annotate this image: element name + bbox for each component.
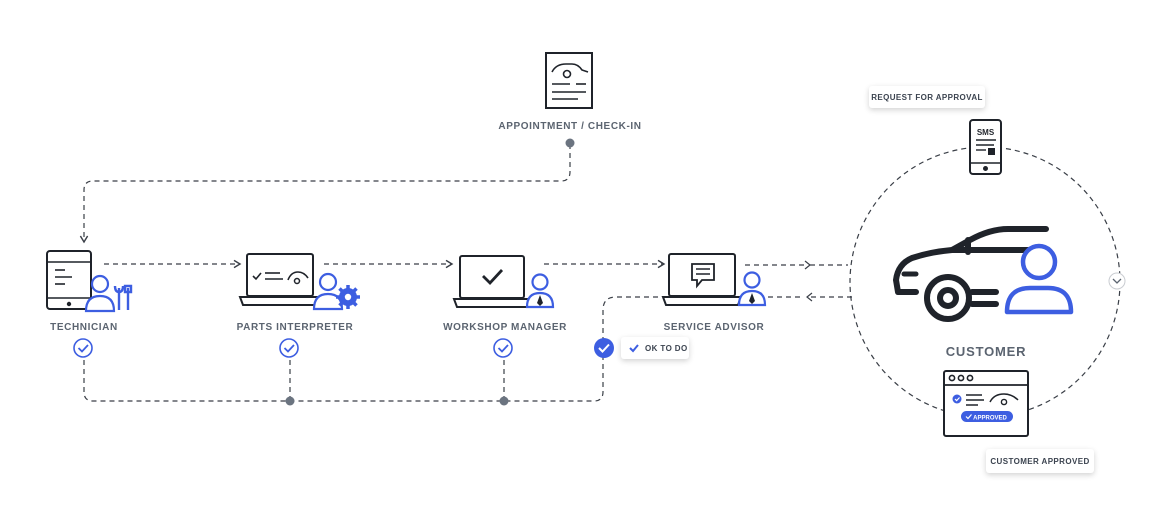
gear-icon (336, 285, 360, 309)
parts-interpreter-label: PARTS INTERPRETER (236, 322, 354, 333)
check-circle-icon (73, 338, 93, 358)
junction-dot (565, 138, 575, 148)
customer-approved-text: CUSTOMER APPROVED (990, 456, 1090, 466)
ok-to-do-text: OK TO DO (645, 343, 688, 353)
approved-badge-label: APPROVED (973, 416, 1007, 422)
tools-icon (113, 284, 133, 310)
ok-to-do-bubble: OK TO DO (621, 337, 689, 359)
check-circle-icon (493, 338, 513, 358)
workshop-manager-label: WORKSHOP MANAGER (443, 322, 567, 333)
approved-window-icon (943, 370, 1029, 437)
chevron-down-icon (1108, 272, 1126, 290)
service-advisor-label: SERVICE ADVISOR (663, 322, 765, 333)
connector-appointment-technician (79, 144, 571, 244)
laptop-parts-icon (238, 253, 322, 306)
check-filled-icon (594, 338, 614, 358)
tablet-icon (46, 250, 92, 310)
laptop-message-icon (661, 253, 743, 306)
laptop-check-icon (452, 255, 532, 308)
customer-label: CUSTOMER (945, 344, 1027, 359)
appointment-label: APPOINTMENT / CHECK-IN (498, 121, 642, 132)
request-for-approval-text: REQUEST FOR APPROVAL (871, 92, 983, 102)
sms-phone-icon (969, 119, 1002, 175)
check-circle-icon (279, 338, 299, 358)
check-icon (629, 344, 639, 353)
parts-person-icon (312, 272, 344, 311)
request-for-approval-bubble: REQUEST FOR APPROVAL (869, 86, 985, 108)
junction-dot (285, 396, 295, 406)
document-car-icon (545, 52, 593, 109)
junction-dot (499, 396, 509, 406)
advisor-person-icon (737, 271, 767, 307)
customer-person-icon (1004, 243, 1074, 315)
customer-approved-bubble: CUSTOMER APPROVED (986, 449, 1094, 473)
car-icon (893, 226, 1049, 322)
sms-label: SMS (977, 128, 995, 137)
connector-bottom-loop (83, 296, 662, 402)
technician-person-icon (84, 274, 116, 313)
manager-person-icon (525, 273, 555, 309)
technician-label: TECHNICIAN (50, 322, 118, 333)
